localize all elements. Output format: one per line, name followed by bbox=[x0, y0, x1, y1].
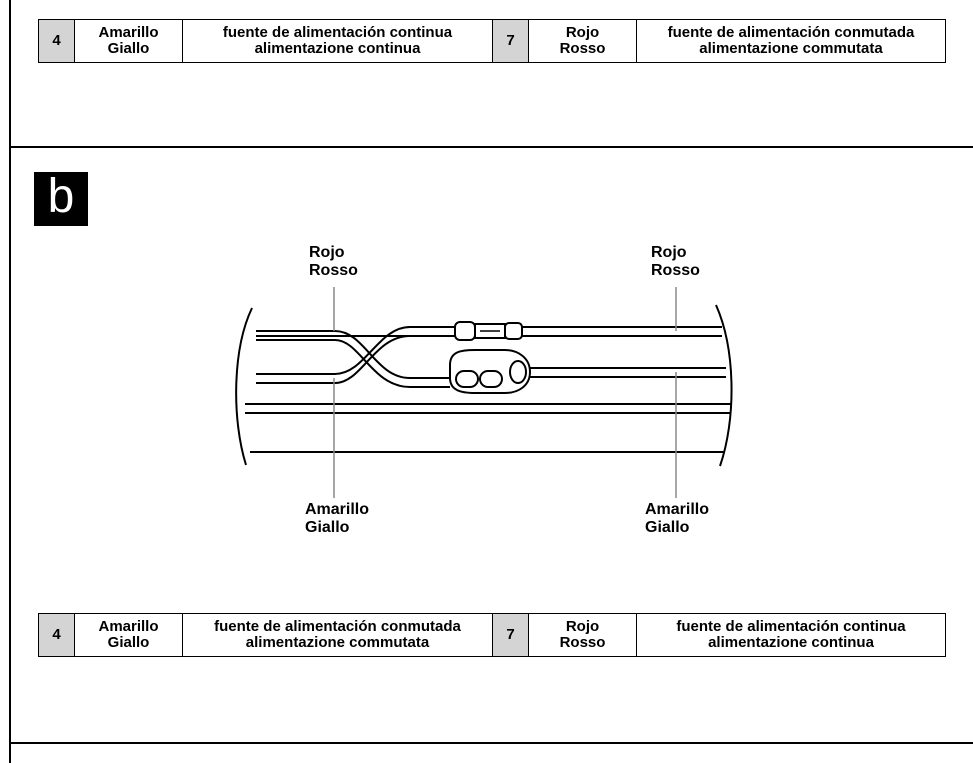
terminal-number: 4 bbox=[38, 19, 75, 63]
harness-right-cut bbox=[715, 304, 733, 467]
section-divider-bottom bbox=[9, 742, 973, 744]
terminal-number: 7 bbox=[492, 19, 529, 63]
harness-left-cut bbox=[235, 307, 253, 466]
bullet-connector-large bbox=[449, 349, 532, 394]
bullet-connector-small bbox=[454, 321, 523, 341]
terminal-number: 4 bbox=[38, 613, 75, 657]
wire-cross-yellow bbox=[334, 326, 455, 375]
wire-cross-red-b bbox=[334, 339, 450, 388]
wire-cross-red bbox=[334, 330, 450, 379]
section-badge: b bbox=[34, 172, 88, 226]
section-divider-top bbox=[9, 146, 973, 148]
terminal-number: 7 bbox=[492, 613, 529, 657]
page-frame-left-border bbox=[9, 0, 11, 763]
wire-cross-yellow-b bbox=[334, 335, 455, 384]
